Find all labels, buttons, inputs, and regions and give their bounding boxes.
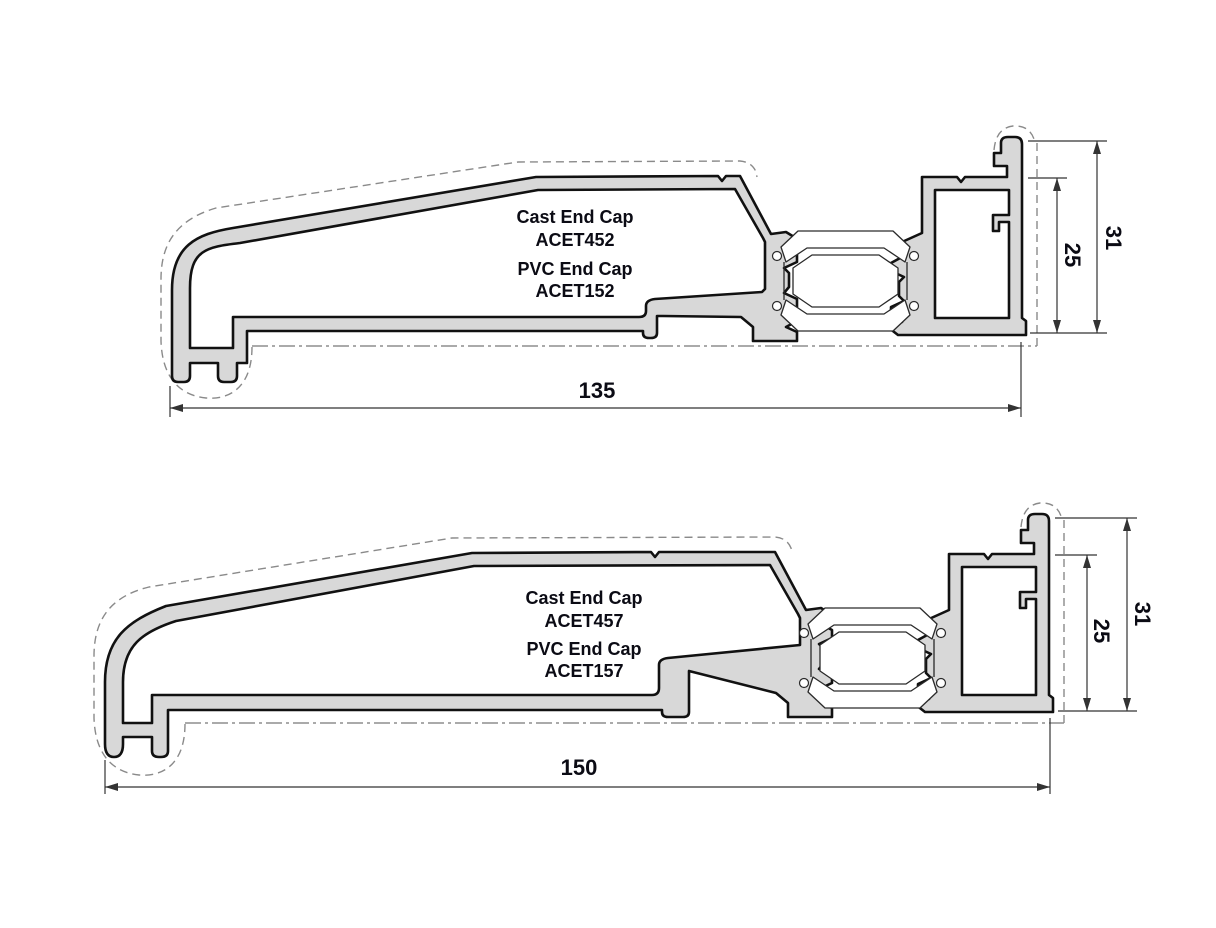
bottom-profile-left-extrusion [103,550,836,759]
bottom-height-dimensions [1055,517,1137,712]
top-profile-right-extrusion [887,135,1028,337]
bottom-cast-end-cap-code: ACET457 [544,611,624,631]
bottom-end-cap-outline [93,536,793,776]
bottom-thermal-strip-upper [807,607,938,640]
top-thermal-break [771,230,920,332]
bottom-profile-drawing [93,502,1137,794]
top-end-cap-outline [160,160,758,399]
top-thermal-strip-upper [780,230,911,263]
top-thermal-chamber [792,254,899,308]
top-pvc-end-cap-code: ACET152 [535,281,615,301]
bottom-pvc-end-cap-code: ACET157 [544,661,624,681]
top-profile-left-extrusion [170,174,801,384]
top-clamp-void [771,300,783,312]
top-box-height-dimension-label: 25 [1060,242,1085,268]
bottom-clamp-void [798,677,810,689]
top-clamp-void [771,250,783,262]
top-clamp-void [908,300,920,312]
top-pvc-end-cap-title: PVC End Cap [517,259,633,279]
top-thermal-strip-lower [780,299,911,332]
top-cast-end-cap-title: Cast End Cap [516,207,634,227]
bottom-box-height-dimension-label: 25 [1089,618,1114,644]
bottom-profile-right-extrusion [914,512,1055,714]
bottom-clamp-void [935,627,947,639]
bottom-thermal-chamber [819,631,926,685]
bottom-end-cap-fin-arc [1020,502,1062,528]
top-end-cap-fin-arc [993,125,1035,151]
top-overall-height-dimension-label: 31 [1101,225,1126,251]
bottom-clamp-void [935,677,947,689]
bottom-width-dimension [104,718,1051,794]
top-profile-drawing [160,125,1107,417]
bottom-clamp-void [798,627,810,639]
bottom-pvc-end-cap-title: PVC End Cap [526,639,642,659]
bottom-thermal-break [798,607,947,709]
bottom-overall-height-dimension-label: 31 [1130,601,1155,627]
top-width-dimension-label: 135 [578,378,616,403]
bottom-width-dimension-label: 150 [560,755,598,780]
bottom-cast-end-cap-title: Cast End Cap [525,588,643,608]
bottom-thermal-strip-lower [807,676,938,709]
top-clamp-void [908,250,920,262]
top-width-dimension [169,342,1022,417]
top-height-dimensions [1028,140,1107,334]
top-cast-end-cap-code: ACET452 [535,230,615,250]
